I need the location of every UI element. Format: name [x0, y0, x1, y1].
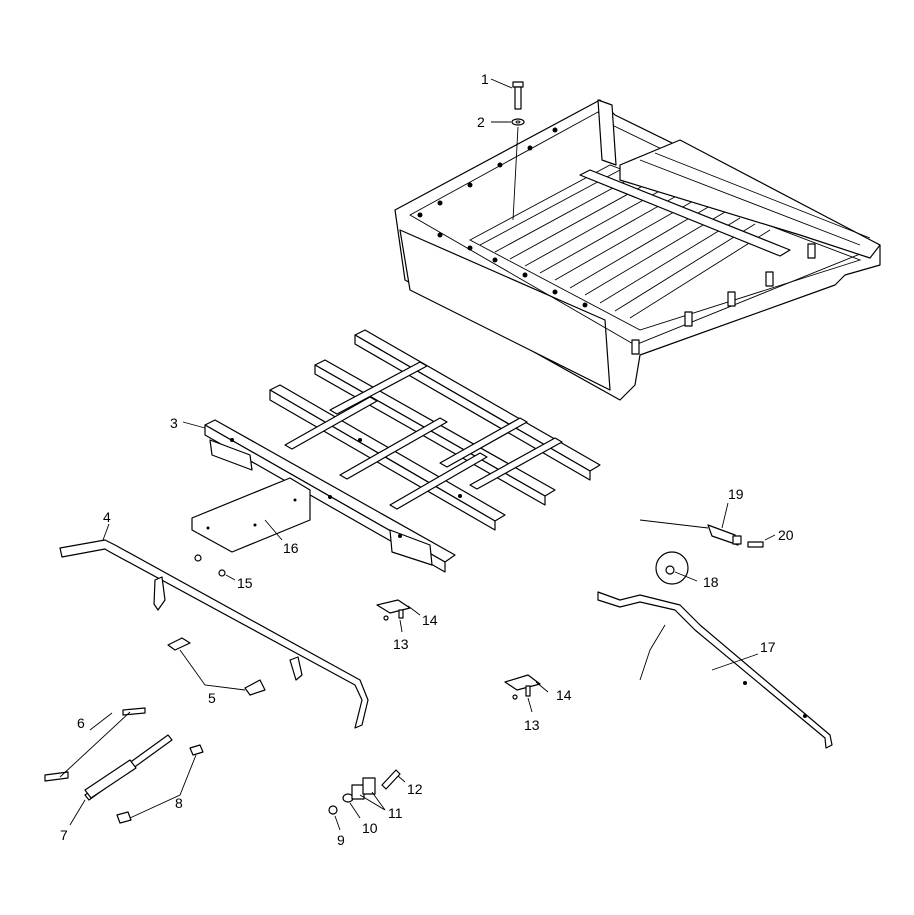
- clip-part-8: [116, 744, 204, 824]
- callout-10: 10: [362, 820, 378, 836]
- nut-part-9: [328, 805, 341, 831]
- callout-labels: 1 2 3 4 5 6 7 8 9 10 11 12 13 13 14 14 1…: [60, 71, 794, 848]
- screw-part-13a: [383, 609, 404, 633]
- washer-part-2: [491, 118, 525, 221]
- callout-14-b: 14: [556, 687, 572, 703]
- rim-holes: [417, 127, 588, 308]
- cargo-box: [394, 99, 881, 401]
- bolt-part-12: [381, 769, 406, 790]
- callout-3: 3: [170, 415, 178, 431]
- callout-12: 12: [407, 781, 423, 797]
- bolt-part-20: [747, 534, 776, 548]
- callout-8: 8: [175, 795, 183, 811]
- callout-15: 15: [237, 575, 253, 591]
- callout-9: 9: [337, 832, 345, 848]
- end-cap-part-5: [167, 637, 266, 696]
- callout-11: 11: [388, 805, 403, 821]
- callout-20: 20: [778, 527, 794, 543]
- callout-13-a: 13: [393, 636, 409, 652]
- callout-1: 1: [481, 71, 489, 87]
- callout-18: 18: [703, 574, 719, 590]
- callout-16: 16: [283, 540, 299, 556]
- rail-tube-part-4: [59, 523, 369, 729]
- grommet-part-18: [655, 551, 698, 585]
- callout-19: 19: [728, 486, 744, 502]
- skid-plate-part-16: [191, 477, 311, 553]
- screw-part-13b: [512, 685, 533, 713]
- callout-6: 6: [77, 715, 85, 731]
- callout-13-b: 13: [524, 717, 540, 733]
- bushing-part-11: [351, 777, 386, 811]
- gas-strut-part-7: [69, 734, 173, 826]
- callout-5: 5: [208, 690, 216, 706]
- pin-part-6: [44, 707, 146, 782]
- cylinder-part-19: [639, 502, 742, 546]
- screw-part-15: [194, 554, 236, 581]
- callout-7: 7: [60, 827, 68, 843]
- bracket-part-14b: [504, 674, 549, 693]
- bolt-part-1: [490, 78, 524, 110]
- floor-ribs: [479, 169, 771, 319]
- rail-part-17: [597, 591, 833, 749]
- callout-14-a: 14: [422, 612, 438, 628]
- tie-down-hooks: [631, 243, 816, 355]
- callout-17: 17: [760, 639, 776, 655]
- frame-part-3: [182, 329, 601, 573]
- callout-4: 4: [103, 509, 111, 525]
- callout-2: 2: [477, 114, 485, 130]
